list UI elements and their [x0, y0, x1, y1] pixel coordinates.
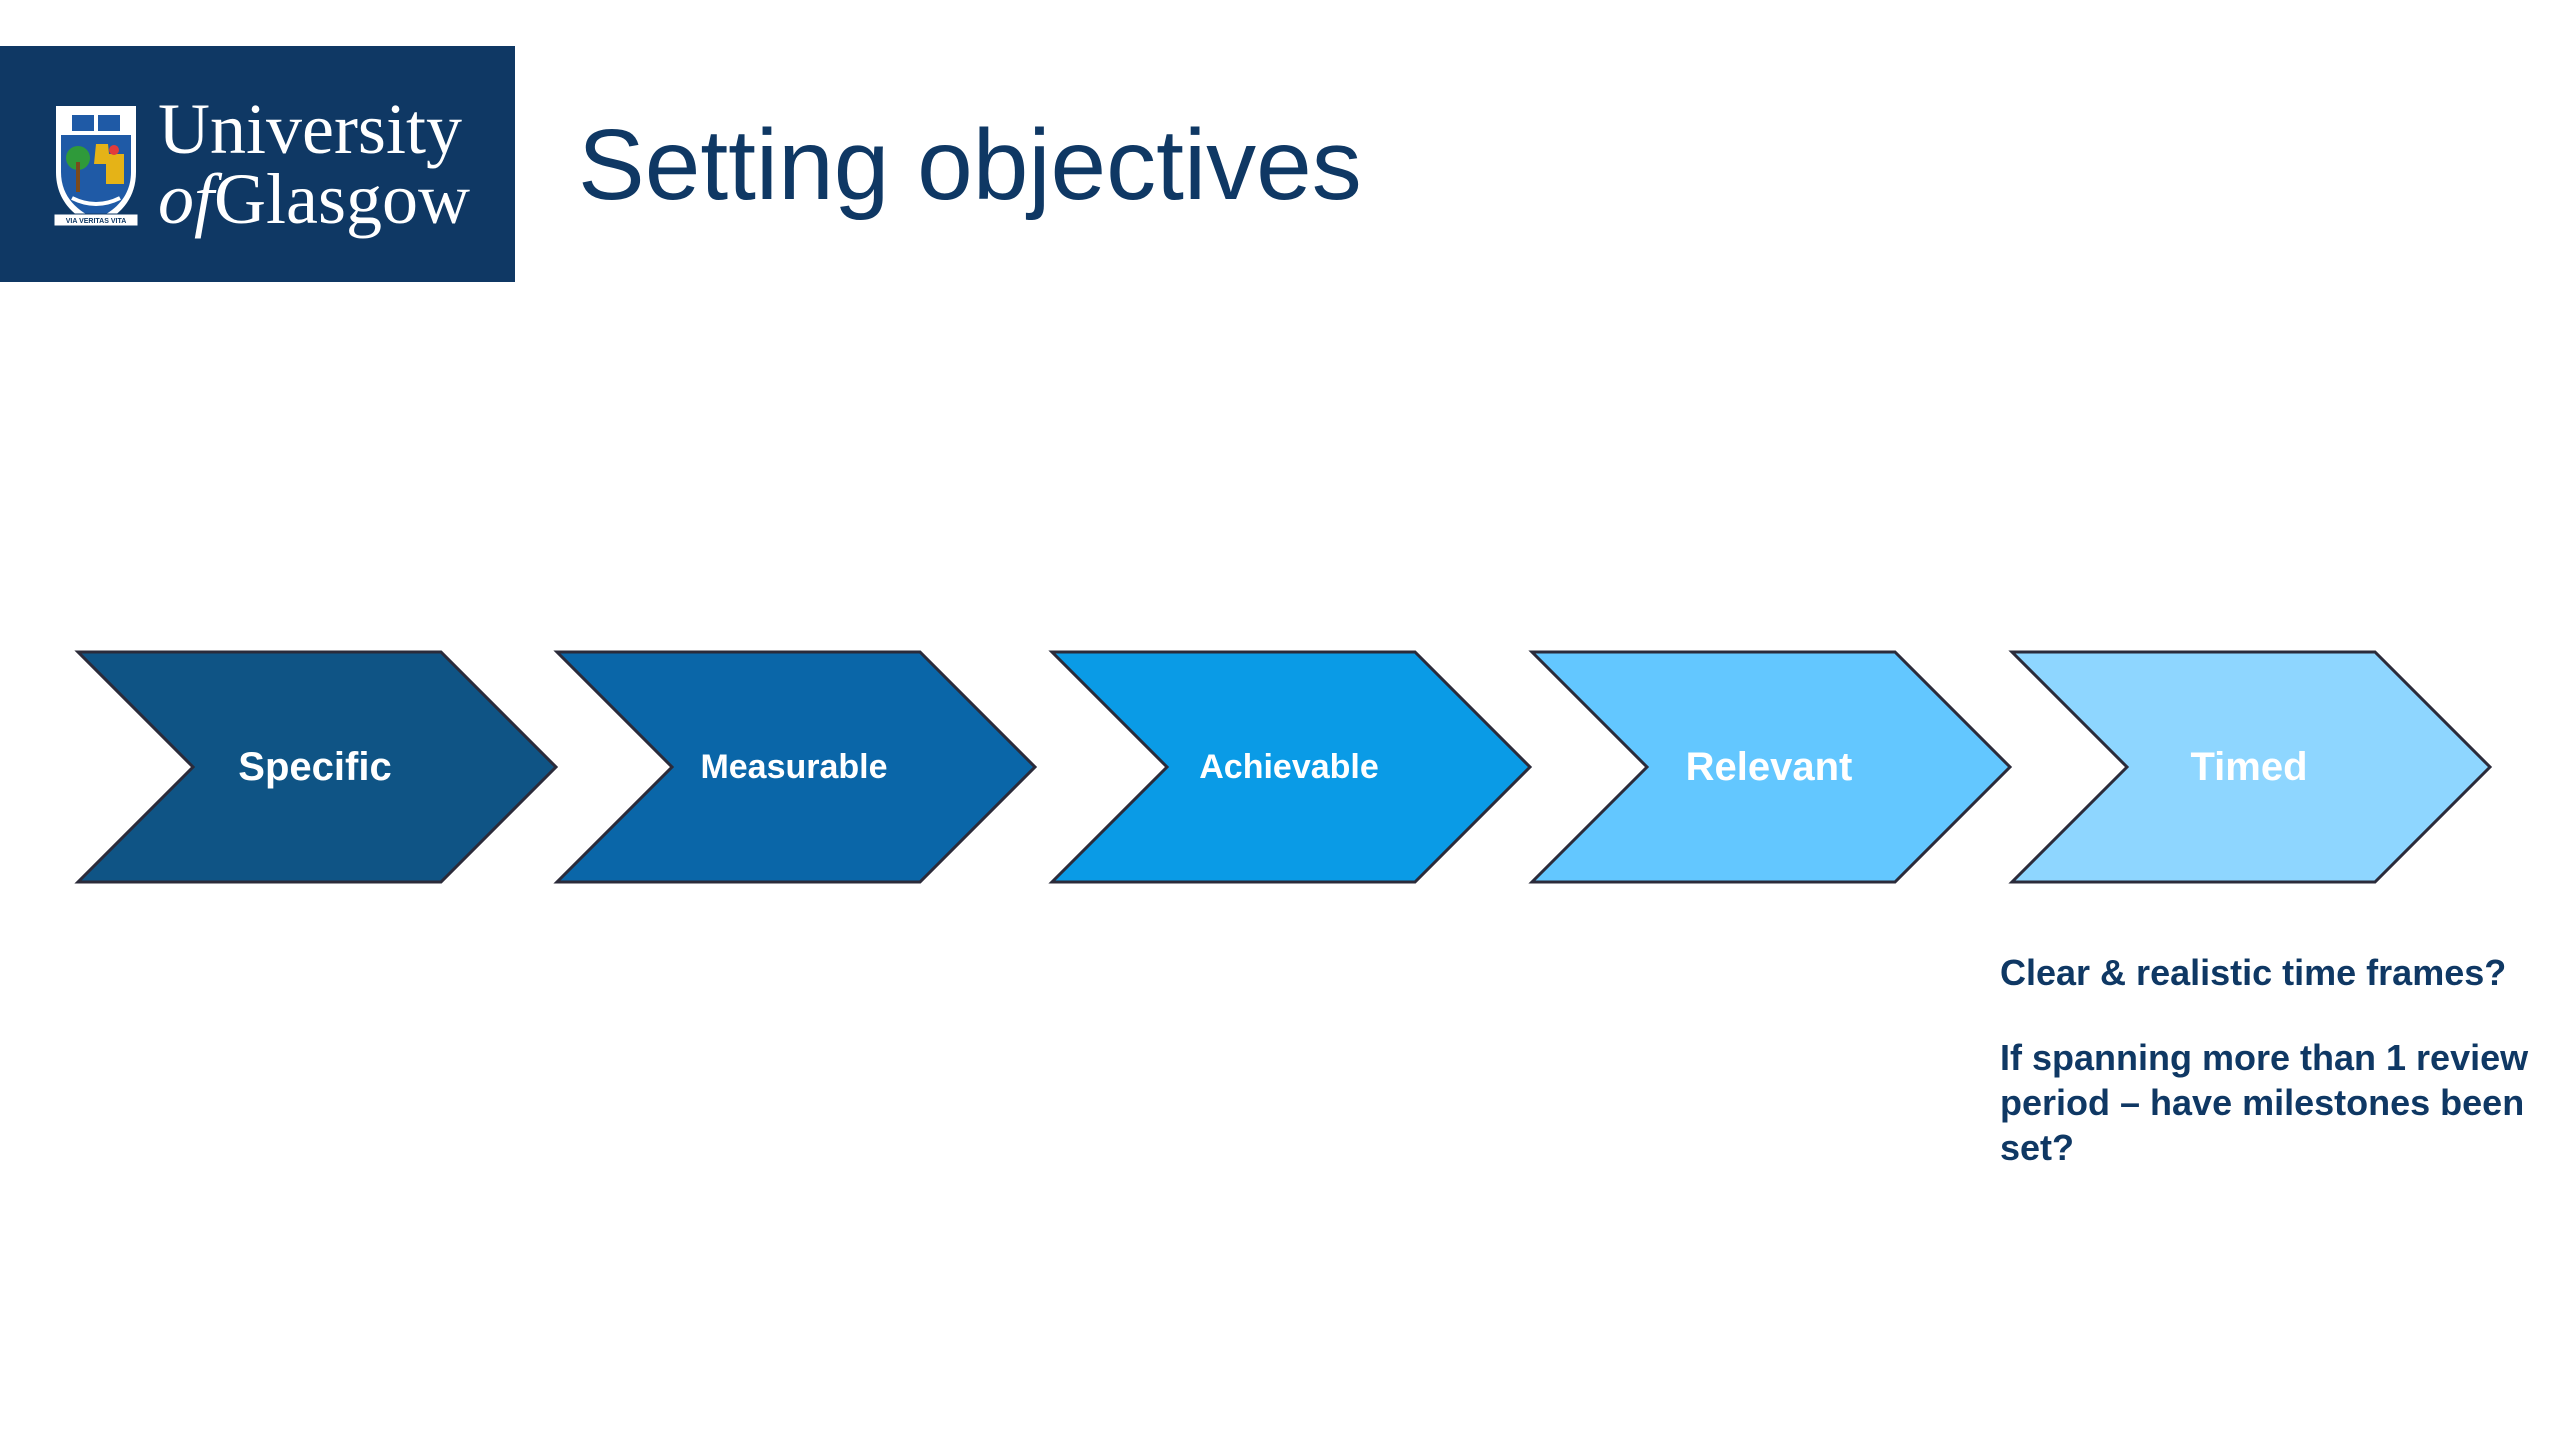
- chevron-achievable: [1048, 650, 1533, 884]
- crest-icon: VIA VERITAS VITA: [53, 106, 139, 227]
- timed-notes: Clear & realistic time frames? If spanni…: [2000, 950, 2540, 1170]
- chevron-label-specific: Specific: [238, 745, 391, 789]
- chevron-label-relevant: Relevant: [1686, 745, 1853, 789]
- university-name-of: of: [158, 159, 215, 239]
- university-name-line2: ofGlasgow: [158, 163, 470, 235]
- page-title: Setting objectives: [578, 109, 1362, 221]
- chevron-label-achievable: Achievable: [1199, 748, 1379, 786]
- university-name: University ofGlasgow: [158, 89, 470, 235]
- university-name-glasgow: Glasgow: [214, 159, 470, 239]
- chevron-timed: [2008, 650, 2493, 884]
- chevron-label-timed: Timed: [2190, 745, 2307, 789]
- chevron-label-measurable: Measurable: [700, 748, 887, 786]
- crest-motto: VIA VERITAS VITA: [66, 218, 127, 225]
- university-logo: VIA VERITAS VITA University ofGlasgow: [0, 46, 515, 282]
- timed-note-1: Clear & realistic time frames?: [2000, 952, 2507, 993]
- chevron-measurable: [553, 650, 1038, 884]
- timed-note-2: If spanning more than 1 review period – …: [2000, 1037, 2529, 1168]
- chevron-relevant: [1528, 650, 2013, 884]
- university-name-line1: University: [158, 89, 462, 169]
- chevron-specific: [74, 650, 559, 884]
